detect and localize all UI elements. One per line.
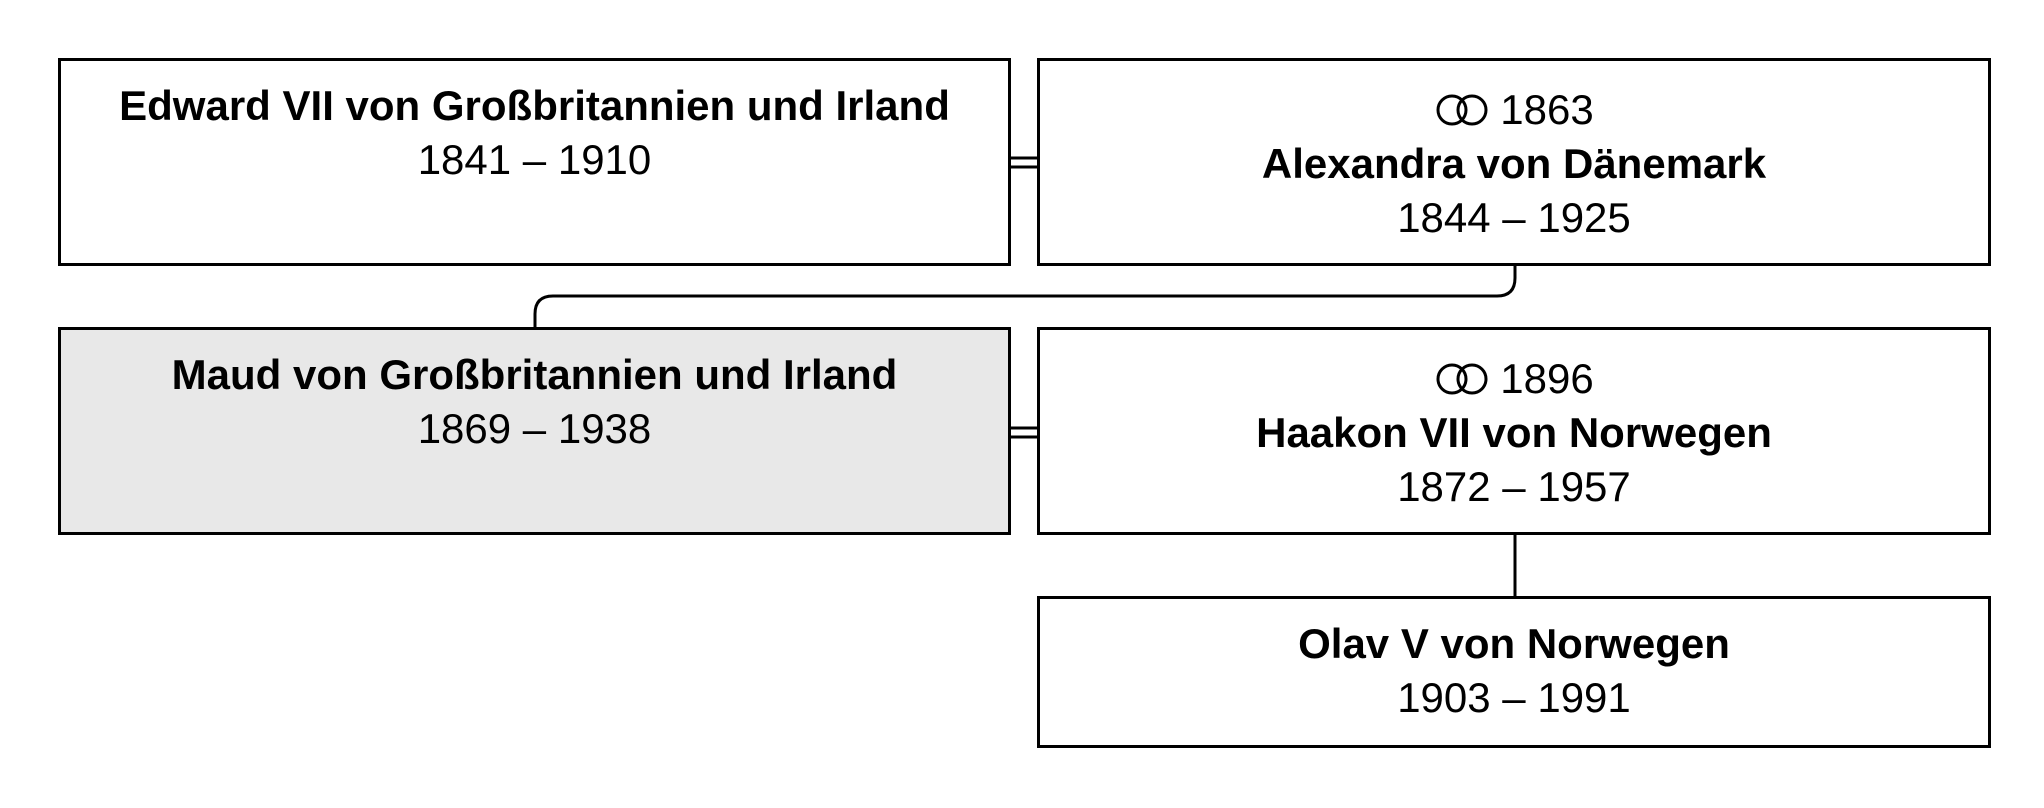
- marriage-info: 1896: [1434, 352, 1594, 406]
- person-box-alexandra: 1863 Alexandra von Dänemark 1844 – 1925: [1037, 58, 1991, 266]
- person-dates: 1841 – 1910: [417, 136, 652, 183]
- wedding-rings-icon: [1436, 94, 1488, 126]
- person-box-haakon: 1896 Haakon VII von Norwegen 1872 – 1957: [1037, 327, 1991, 535]
- marriage-year: 1863: [1500, 86, 1594, 133]
- marriage-year: 1896: [1500, 355, 1594, 402]
- marriage-info: 1863: [1434, 83, 1594, 137]
- person-dates: 1903 – 1991: [1397, 674, 1631, 721]
- person-dates: 1872 – 1957: [1397, 463, 1631, 510]
- person-box-maud: Maud von Großbritannien und Irland 1869 …: [58, 327, 1011, 535]
- person-name: Haakon VII von Norwegen: [1256, 409, 1772, 456]
- person-name: Maud von Großbritannien und Irland: [171, 351, 898, 398]
- person-box-olav: Olav V von Norwegen 1903 – 1991: [1037, 596, 1991, 748]
- person-name: Edward VII von Großbritannien und Irland: [119, 82, 950, 129]
- wedding-rings-icon: [1436, 363, 1488, 395]
- person-name: Alexandra von Dänemark: [1261, 140, 1767, 187]
- descent-link-alexandra-maud: [533, 265, 1517, 328]
- person-name: Olav V von Norwegen: [1298, 620, 1730, 667]
- person-dates: 1844 – 1925: [1397, 194, 1631, 241]
- person-dates: 1869 – 1938: [417, 405, 652, 452]
- person-box-edward: Edward VII von Großbritannien und Irland…: [58, 58, 1011, 266]
